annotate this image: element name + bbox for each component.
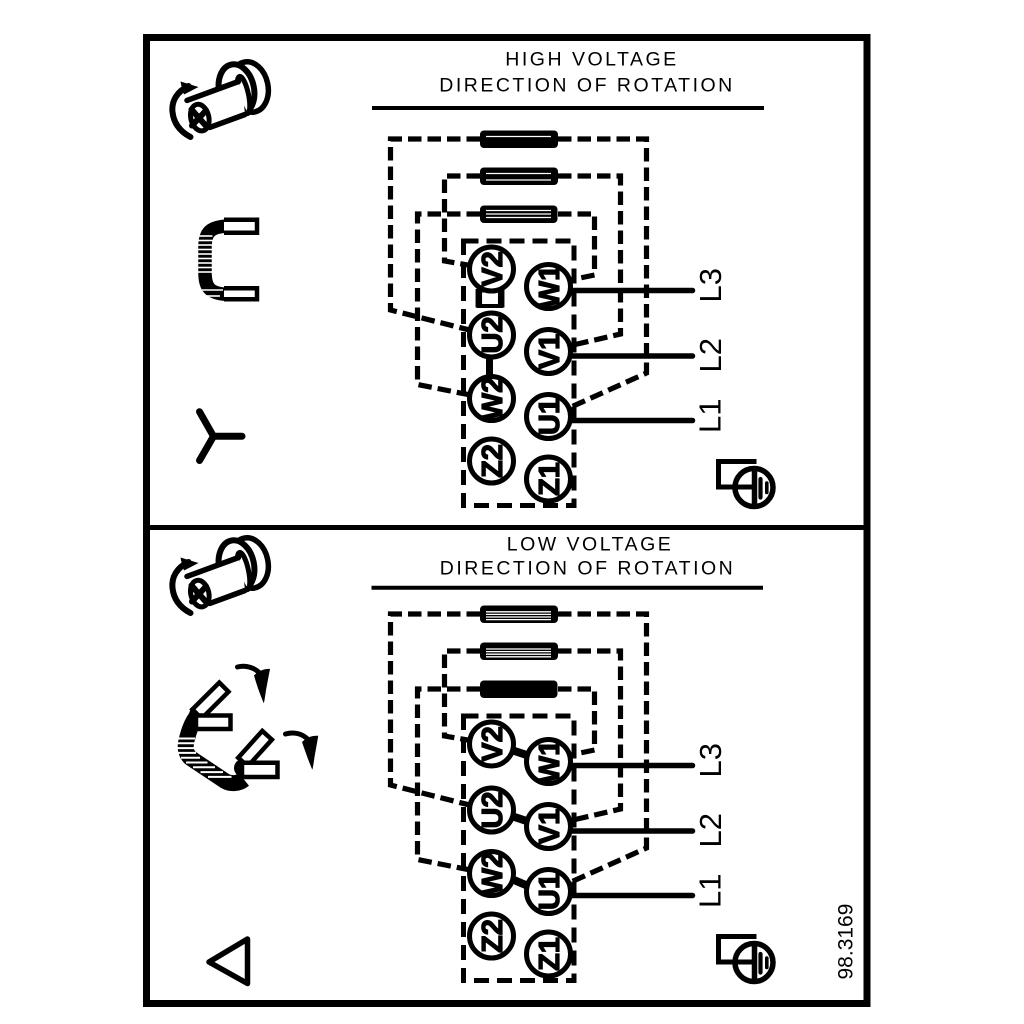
svg-text:HIGH VOLTAGE: HIGH VOLTAGE: [505, 49, 678, 71]
svg-text:DIRECTION OF ROTATION: DIRECTION OF ROTATION: [440, 557, 736, 579]
svg-text:DIRECTION OF ROTATION: DIRECTION OF ROTATION: [439, 74, 735, 96]
svg-text:98.3169: 98.3169: [835, 904, 858, 980]
svg-text:LOW VOLTAGE: LOW VOLTAGE: [507, 533, 674, 555]
